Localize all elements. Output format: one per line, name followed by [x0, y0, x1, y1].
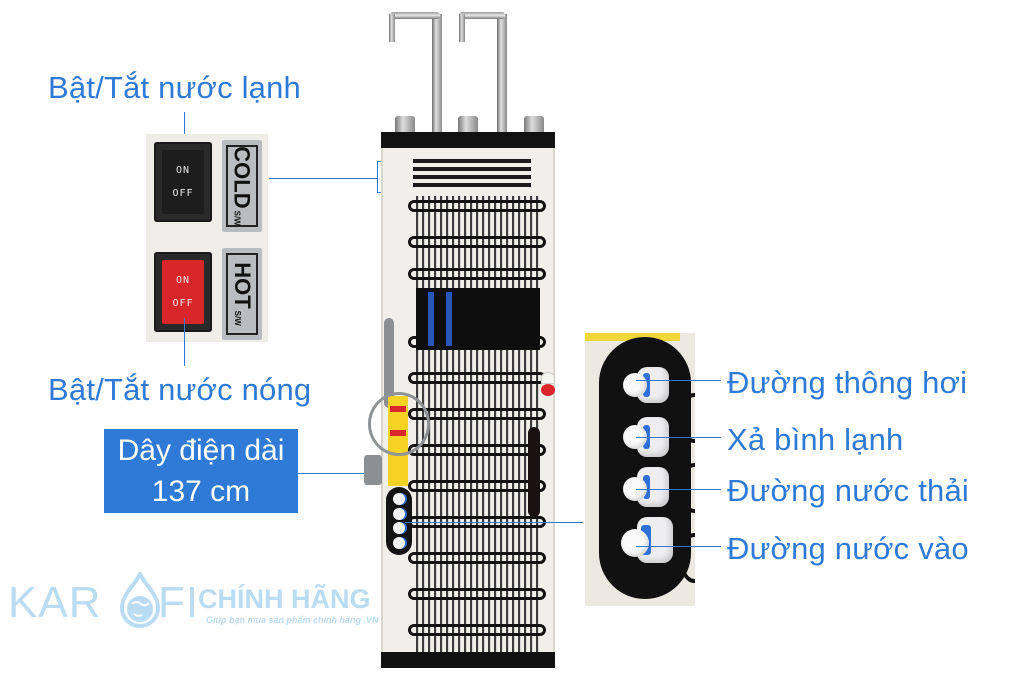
purifier-top-cap [381, 132, 555, 148]
switch-panel-connector-line [269, 178, 377, 179]
cold-tag-text: COLD [230, 146, 255, 209]
fitting-knob [524, 116, 544, 136]
waste-water-label: Đường nước thải [727, 473, 969, 508]
condenser-coil [406, 196, 546, 656]
vent-grille [413, 157, 531, 193]
cold-switch-off-text: OFF [172, 188, 194, 199]
right-faucet [497, 14, 507, 132]
vent-leader-line [636, 380, 721, 381]
right-faucet-tip [459, 14, 465, 42]
drain-tube [384, 318, 394, 408]
waste-water-leader-line [636, 489, 721, 490]
hot-switch-tag: HOTS/W [222, 248, 262, 340]
left-faucet-tip [389, 14, 395, 42]
purifier-base [381, 652, 555, 668]
ports-closeup [585, 333, 695, 606]
right-faucet-spout [459, 12, 505, 19]
power-cord-line2: 137 cm [151, 475, 251, 508]
left-faucet [432, 14, 442, 132]
watermark-tagline: Giúp bạn mua sản phẩm chính hãng .VN [206, 615, 379, 625]
watermark-brand-right: FI [158, 578, 200, 627]
power-cord-line1: Dây điện dài [117, 434, 285, 467]
ports-leader-line [405, 522, 583, 523]
hot-tag-sub: S/W [233, 310, 242, 326]
cold-switch-label: Bật/Tắt nước lạnh [48, 70, 301, 105]
power-cord-coil [368, 392, 430, 456]
cold-switch-tag: COLDS/W [222, 140, 262, 232]
hot-switch-label: Bật/Tắt nước nóng [48, 372, 312, 407]
cold-drain-label: Xả bình lạnh [727, 422, 904, 457]
power-cord-callout: Dây điện dài 137 cm [104, 429, 298, 513]
hot-rocker-switch: ON OFF [162, 260, 204, 324]
rear-ports [386, 487, 412, 555]
water-drop-globe-icon [119, 572, 161, 628]
hot-switch-on-text: ON [175, 275, 191, 286]
water-inlet-label: Đường nước vào [727, 531, 969, 566]
water-inlet-leader-line [636, 546, 721, 547]
hot-switch-frame: ON OFF [154, 252, 212, 332]
fitting-knob [458, 116, 478, 136]
left-faucet-spout [390, 12, 440, 19]
fitting-knob [395, 116, 415, 136]
hot-tag-text: HOT [230, 262, 255, 309]
hot-switch-leader-line [184, 318, 185, 366]
watermark-brand-left: KAR [8, 578, 102, 627]
cold-tag-sub: S/W [233, 210, 242, 226]
cold-rocker-switch: ON OFF [162, 150, 204, 214]
hot-switch-off-text: OFF [172, 298, 194, 309]
internal-compartment [416, 288, 540, 350]
power-plug [364, 455, 382, 485]
white-cap [541, 372, 555, 384]
cold-switch-on-text: ON [175, 165, 191, 176]
cold-drain-leader-line [636, 437, 721, 438]
red-label [541, 384, 555, 396]
power-cord-leader-line [298, 473, 368, 474]
vent-line-label: Đường thông hơi [727, 365, 968, 400]
capacitor-panel [528, 427, 540, 517]
switch-panel-closeup: ON OFF COLDS/W ON OFF HOTS/W [146, 134, 268, 342]
cold-switch-frame: ON OFF [154, 142, 212, 222]
watermark-authentic: CHÍNH HÃNG [198, 584, 371, 614]
